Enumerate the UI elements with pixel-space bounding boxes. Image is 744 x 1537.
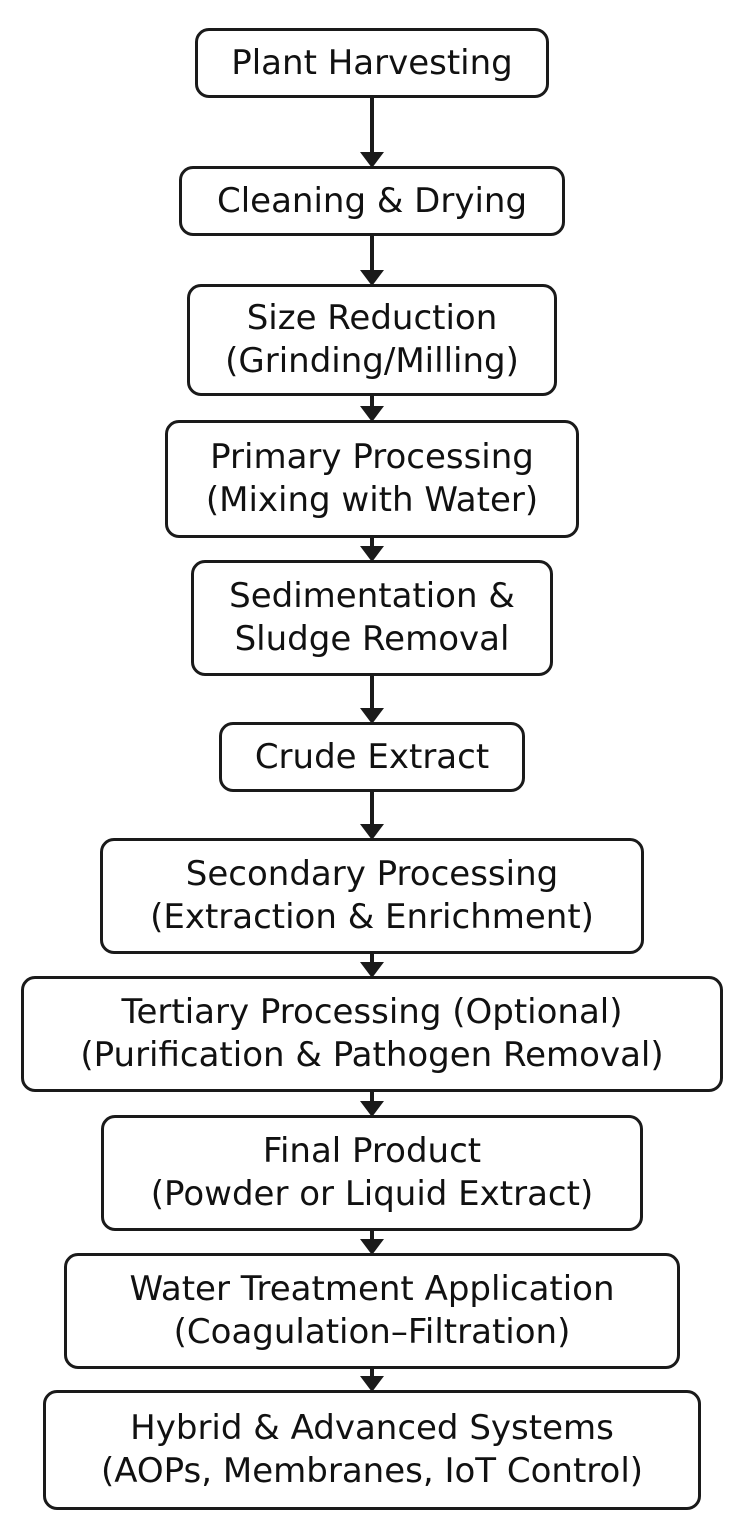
step-sublabel: (AOPs, Membranes, IoT Control) [100,1451,644,1491]
arrow-head-icon [360,708,384,724]
arrow-shaft [370,92,374,154]
step-sublabel: (Purification & Pathogen Removal) [80,1035,664,1075]
step-label: Hybrid & Advanced Systems [130,1408,614,1448]
arrow-shaft [370,230,374,272]
arrow-head-icon [360,1376,384,1392]
step-label: Secondary Processing [185,854,559,894]
flow-arrow [360,92,384,168]
step-sublabel: Sludge Removal [234,619,510,659]
flow-arrow [360,670,384,724]
arrow-shaft [370,1363,374,1378]
step-final-product: Final Product (Powder or Liquid Extract) [101,1115,643,1231]
step-primary-processing: Primary Processing (Mixing with Water) [165,420,579,538]
arrow-head-icon [360,406,384,422]
step-label: Plant Harvesting [231,42,513,83]
step-sublabel: (Extraction & Enrichment) [150,897,594,937]
arrow-head-icon [360,270,384,286]
arrow-shaft [370,948,374,964]
step-hybrid-systems: Hybrid & Advanced Systems (AOPs, Membran… [43,1390,701,1510]
step-crude-extract: Crude Extract [219,722,525,792]
step-label: Sedimentation & [229,576,515,616]
step-cleaning-drying: Cleaning & Drying [179,166,565,236]
flow-arrow [360,1363,384,1392]
step-secondary-processing: Secondary Processing (Extraction & Enric… [100,838,644,954]
flow-arrow [360,948,384,978]
step-label: Size Reduction [246,298,498,338]
arrow-head-icon [360,1101,384,1117]
arrow-shaft [370,532,374,548]
step-tertiary-processing: Tertiary Processing (Optional) (Purifica… [21,976,723,1092]
arrow-head-icon [360,152,384,168]
step-sublabel: (Grinding/Milling) [225,341,519,381]
step-sublabel: (Mixing with Water) [205,480,539,520]
step-label: Tertiary Processing (Optional) [121,992,623,1032]
arrow-shaft [370,390,374,408]
arrow-shaft [370,1086,374,1103]
arrow-head-icon [360,962,384,978]
step-sublabel: (Powder or Liquid Extract) [150,1174,594,1214]
arrow-shaft [370,1225,374,1241]
step-sublabel: (Coagulation–Filtration) [173,1312,571,1352]
flow-arrow [360,230,384,286]
arrow-shaft [370,670,374,710]
flow-arrow [360,786,384,840]
flow-arrow [360,1086,384,1117]
step-label: Cleaning & Drying [216,180,528,221]
step-label: Primary Processing [210,437,534,477]
step-plant-harvesting: Plant Harvesting [195,28,549,98]
step-water-treatment: Water Treatment Application (Coagulation… [64,1253,680,1369]
step-label: Final Product [262,1131,482,1171]
flow-arrow [360,390,384,422]
arrow-head-icon [360,824,384,840]
step-size-reduction: Size Reduction (Grinding/Milling) [187,284,557,396]
flow-arrow [360,1225,384,1255]
arrow-shaft [370,786,374,826]
step-label: Crude Extract [254,736,490,777]
flow-arrow [360,532,384,562]
step-label: Water Treatment Application [129,1269,615,1309]
arrow-head-icon [360,546,384,562]
step-sedimentation: Sedimentation & Sludge Removal [191,560,553,676]
arrow-head-icon [360,1239,384,1255]
